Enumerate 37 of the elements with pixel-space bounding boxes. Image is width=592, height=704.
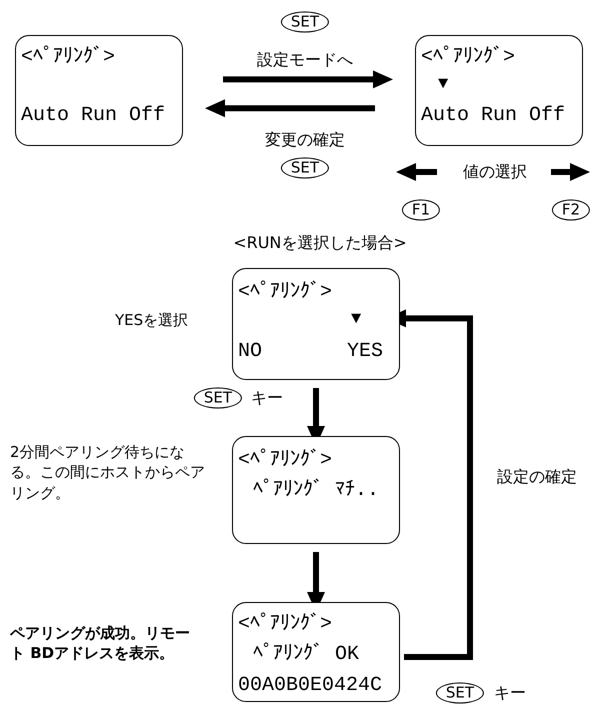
- edge-label: 設定の確定: [495, 468, 579, 486]
- display-text: <ﾍﾟｱﾘﾝｸﾞ>: [21, 48, 116, 68]
- display-text: YES: [347, 342, 384, 362]
- display-text: <ﾍﾟｱﾘﾝｸﾞ>: [238, 451, 332, 471]
- display-text: 00A0B0E0424C: [238, 676, 382, 696]
- note-text: ペアリングが成功。リモート BDアドレスを表示。: [10, 623, 191, 664]
- display-text: Auto Run Off: [21, 106, 166, 126]
- note-text: 2分間ペアリング待ちになる。この間にホストからペアリング。: [10, 442, 206, 503]
- key-symbol: SET: [436, 682, 484, 704]
- pointer-icon: ▼: [351, 311, 362, 328]
- key-symbol: F2: [552, 200, 590, 220]
- display-text: ﾍﾟｱﾘﾝｸﾞ ﾏﾁ..: [253, 481, 380, 501]
- display-text: <ﾍﾟｱﾘﾝｸﾞ>: [238, 283, 332, 303]
- display-text: NO: [238, 342, 262, 362]
- caption-text: キー: [494, 685, 526, 701]
- display-text: ﾍﾟｱﾘﾝｸﾞ OK: [253, 645, 360, 665]
- edge-label: 設定モードへ: [255, 51, 355, 69]
- arrow: [223, 70, 393, 88]
- key-symbol: SET: [280, 12, 330, 32]
- display-screen: [232, 602, 400, 702]
- key-symbol: SET: [280, 158, 330, 178]
- display-screen: [415, 35, 583, 146]
- display-screen: [232, 268, 400, 380]
- edge-label: 変更の確定: [263, 131, 347, 149]
- display-screen: [15, 35, 183, 146]
- display-text: <ﾍﾟｱﾘﾝｸﾞ>: [238, 615, 332, 635]
- caption-text: キー: [251, 390, 283, 406]
- display-text: <ﾍﾟｱﾘﾝｸﾞ>: [421, 48, 516, 68]
- note-text: YESを選択: [115, 310, 190, 330]
- display-screen: [232, 436, 400, 544]
- pointer-icon: ▼: [438, 76, 448, 93]
- key-symbol: F1: [402, 200, 440, 220]
- key-symbol: SET: [194, 388, 242, 408]
- arrow: [205, 99, 375, 118]
- caption-text: 値の選択: [463, 164, 527, 180]
- caption-text: <RUNを選択した場合>: [233, 235, 407, 251]
- display-text: Auto Run Off: [421, 106, 566, 126]
